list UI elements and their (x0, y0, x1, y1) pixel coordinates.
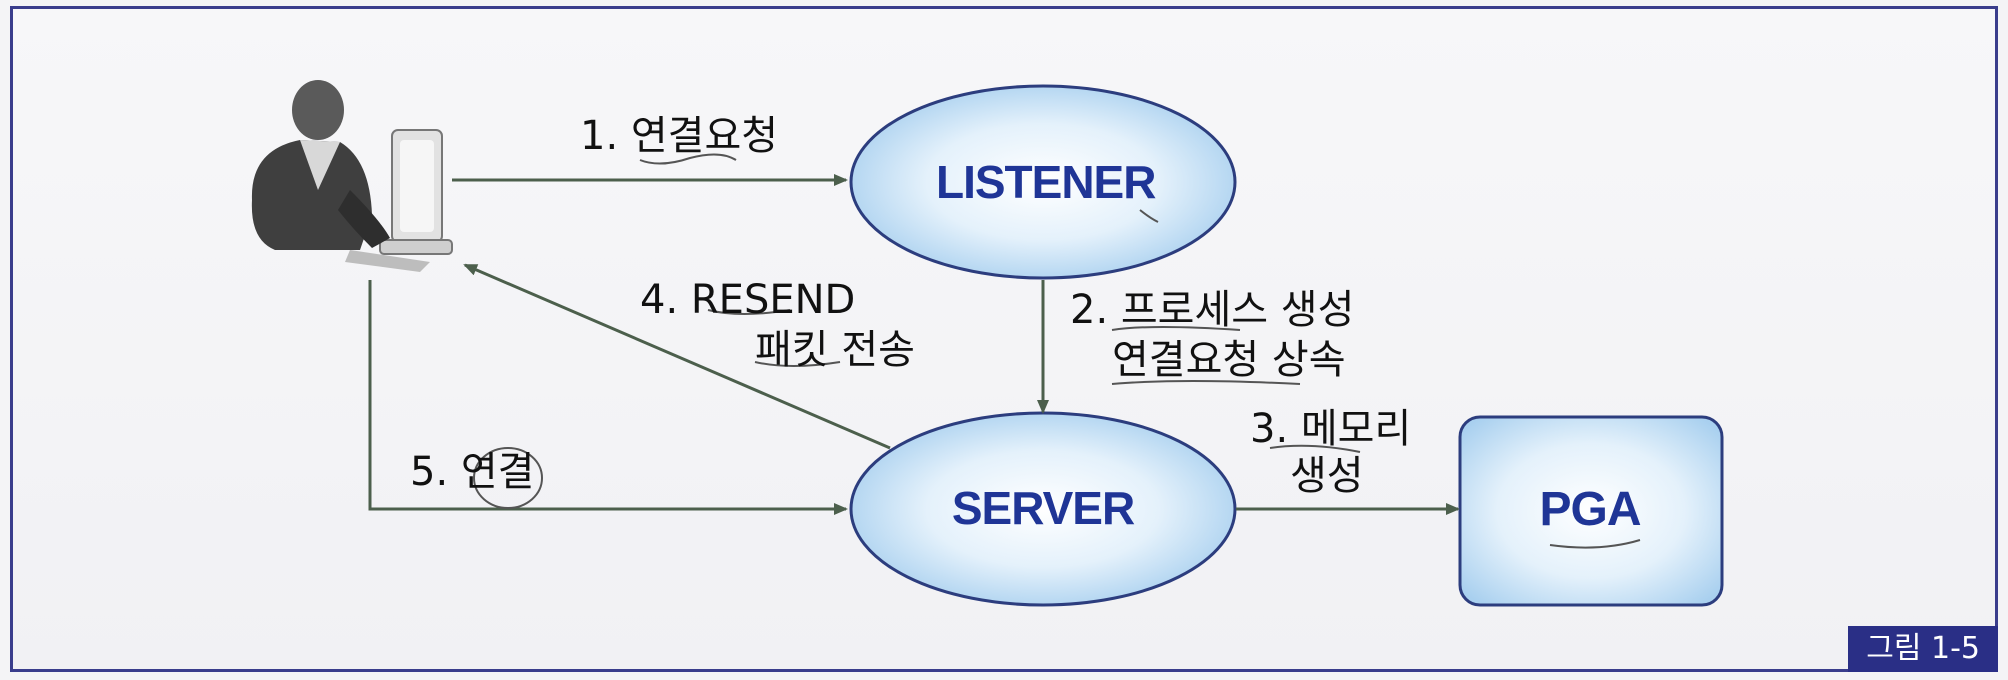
step2-line2-label: 연결요청 상속 (1112, 337, 1346, 383)
listener-node (849, 84, 1237, 280)
server-label: SERVER (951, 482, 1135, 534)
arrow-connect (368, 280, 848, 515)
step4-line2-label: 패킷 전송 (755, 327, 915, 373)
step1-label: 1. 연결요청 (580, 113, 779, 159)
listener-label: LISTENER (936, 156, 1156, 208)
step3-line1-label: 3. 메모리 (1250, 406, 1412, 452)
handwritten-marks (473, 153, 1641, 549)
pga-label: PGA (1539, 483, 1641, 536)
step5-label: 5. 연결 (410, 449, 535, 495)
user-computer-icon (251, 80, 453, 272)
step4-line1-label: 4. RESEND (640, 277, 856, 323)
step3-line2-label: 생성 (1290, 453, 1364, 499)
step2-line1-label: 2. 프로세스 생성 (1070, 287, 1355, 333)
pga-node (1458, 415, 1724, 607)
figure-label-badge: 그림 1-5 (1848, 626, 1998, 672)
arrow-resend-packet (463, 263, 891, 450)
